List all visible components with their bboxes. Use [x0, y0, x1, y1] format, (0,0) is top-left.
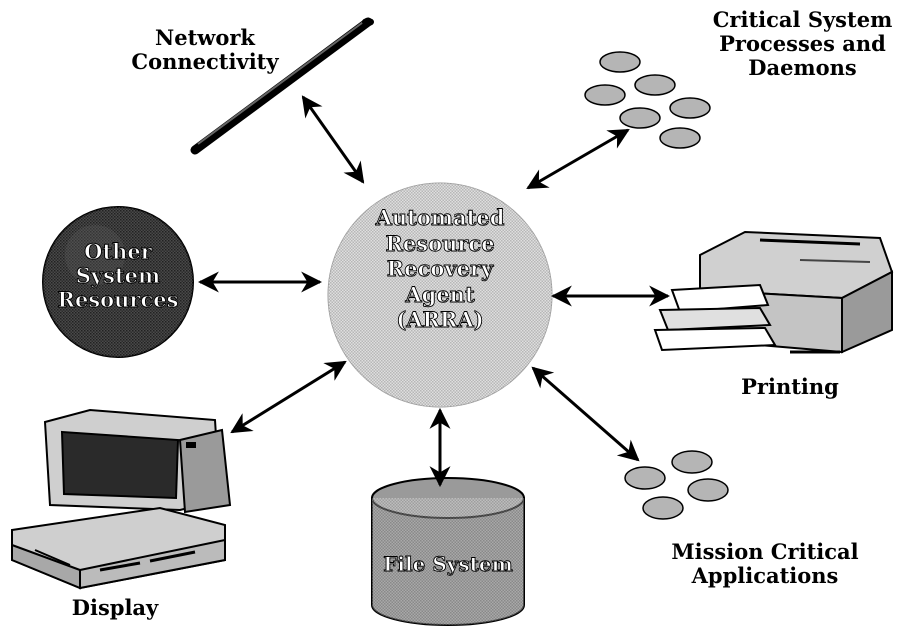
printing-line: Printing: [741, 374, 839, 399]
computer-display-icon: [11, 408, 232, 590]
center-line: Resource: [385, 230, 495, 256]
arrow-mission: [531, 366, 640, 462]
arrow-daemons: [526, 128, 630, 190]
other-line: System: [75, 263, 161, 289]
daemon-processes-icon: [584, 51, 711, 149]
network-line: Network: [155, 25, 255, 50]
daemons-line: Daemons: [748, 55, 857, 81]
daemons-line: Processes and: [719, 31, 886, 57]
display-label: Display: [60, 595, 170, 620]
daemons-label: Critical System Processes and Daemons: [700, 7, 905, 81]
other-line: Other: [84, 239, 153, 264]
mission-apps-icon: [624, 450, 729, 520]
mission-line: Applications: [691, 563, 839, 589]
arrow-network: [301, 95, 365, 184]
other-line: Resources: [57, 287, 179, 313]
center-line: Recovery: [386, 256, 494, 282]
network-line: Connectivity: [131, 49, 279, 75]
other-resources-label: Other System Resources: [43, 239, 193, 313]
daemons-line: Critical System: [712, 7, 893, 32]
mission-critical-label: Mission Critical Applications: [655, 539, 875, 589]
display-line: Display: [71, 595, 159, 620]
mission-line: Mission Critical: [671, 539, 859, 564]
other-resources-sphere-icon: [42, 206, 194, 358]
arra-center-label: Automated Resource Recovery Agent (ARRA): [330, 205, 550, 333]
file-system-label: File System: [372, 552, 524, 576]
network-cable-icon: [190, 17, 374, 155]
center-line: Automated: [375, 205, 505, 231]
network-connectivity-label: Network Connectivity: [120, 25, 290, 75]
printer-icon: [653, 230, 894, 354]
center-line: Agent: [405, 281, 475, 307]
printing-label: Printing: [730, 374, 850, 399]
filesystem-line: File System: [383, 552, 513, 576]
file-system-cylinder-icon: [371, 477, 525, 626]
arrow-display: [230, 360, 347, 434]
connector-arrows: [197, 95, 671, 488]
center-line: (ARRA): [396, 307, 484, 333]
